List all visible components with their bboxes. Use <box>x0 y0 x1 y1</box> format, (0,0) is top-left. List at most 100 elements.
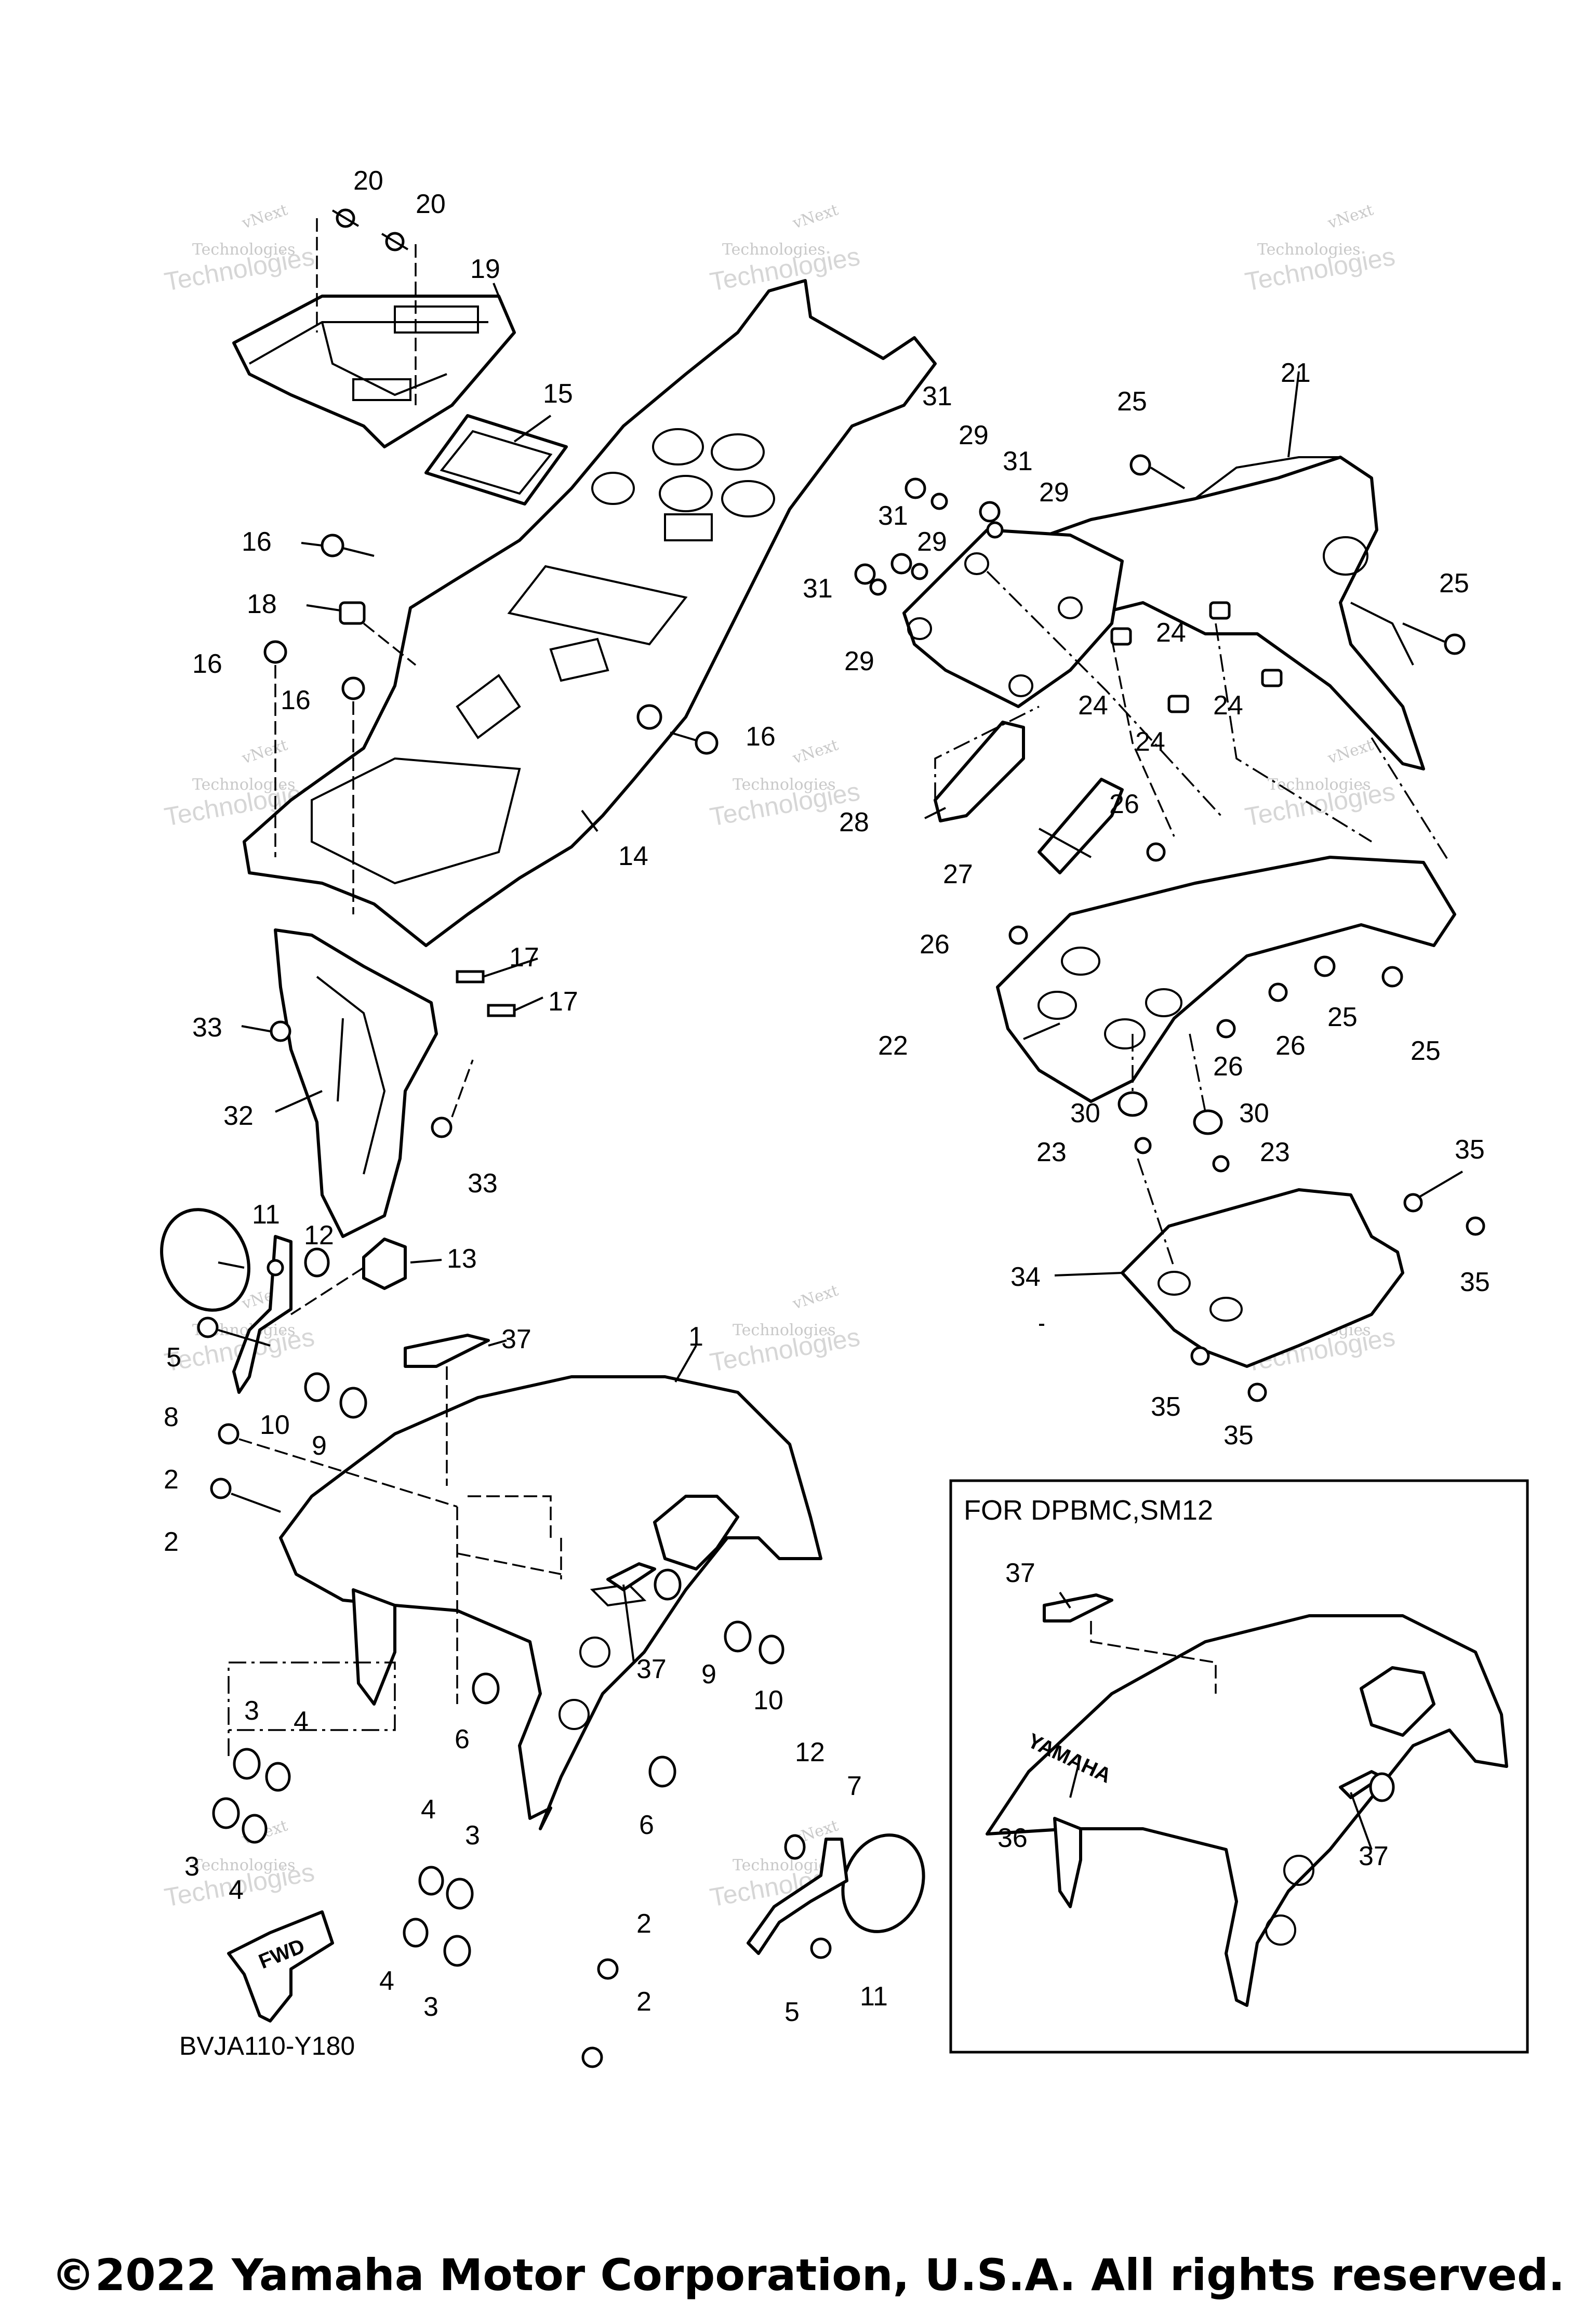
callout-7: 7 <box>847 1771 862 1801</box>
callout-28: 28 <box>839 807 869 837</box>
part-3-4-6-grommets <box>212 1661 676 1967</box>
callout-numbers: 20 20 19 15 16 18 16 16 16 14 17 17 33 3… <box>164 166 1490 2060</box>
callout-21: 21 <box>1281 358 1311 388</box>
callout-3d: 3 <box>423 1992 438 2022</box>
watermark-1: vNext Technologies Technologies <box>162 201 316 297</box>
svg-text:vNext: vNext <box>790 736 841 768</box>
callout-9b: 9 <box>701 1659 716 1690</box>
callout-20b: 20 <box>416 189 446 219</box>
callout-29d: 29 <box>844 646 874 676</box>
svg-text:Technologies: Technologies <box>192 1856 296 1874</box>
callout-30a: 30 <box>1070 1098 1100 1128</box>
part-14-rear-fender <box>243 279 937 947</box>
callout-11b: 11 <box>860 1981 888 2012</box>
svg-text:Technologies: Technologies <box>1268 776 1371 794</box>
callout-4c: 4 <box>229 1875 244 1905</box>
svg-text:Technologies: Technologies <box>192 241 296 259</box>
svg-text:Technologies: Technologies <box>733 1856 836 1874</box>
callout-2b: 2 <box>164 1527 179 1557</box>
part-seat-plate <box>902 528 1124 708</box>
callout-10a: 10 <box>260 1410 290 1440</box>
watermark-8: vNext Technologies Technologies <box>708 1282 862 1377</box>
callout-24b: 24 <box>1078 690 1108 721</box>
part-26-screws <box>1008 842 1288 1039</box>
callout-2c: 2 <box>636 1909 651 1939</box>
part-29-31-fasteners <box>854 477 1004 596</box>
part-17-clips <box>456 970 516 1017</box>
callout-24c: 24 <box>1135 727 1165 757</box>
callout-36: 36 <box>998 1823 1028 1853</box>
callout-37a: 37 <box>501 1324 531 1354</box>
part-9-10-grommets <box>304 1372 784 1665</box>
part-25-screws <box>1129 454 1466 988</box>
callout-17a: 17 <box>509 942 539 973</box>
callout-25c: 25 <box>1327 1002 1358 1032</box>
part-30-23-hardware <box>1118 1091 1230 1173</box>
callout-24d: 24 <box>1213 690 1243 721</box>
callout-24a: 24 <box>1156 618 1186 648</box>
callout-6b: 6 <box>639 1810 654 1840</box>
watermark-2: vNext Technologies Technologies <box>708 201 862 297</box>
svg-text:Technologies: Technologies <box>722 241 826 259</box>
svg-text:vNext: vNext <box>790 1282 841 1313</box>
part-15-pad <box>424 414 568 506</box>
callout-35b: 35 <box>1460 1267 1490 1297</box>
callout-31b: 31 <box>1003 446 1033 476</box>
svg-text:vNext: vNext <box>1325 201 1376 233</box>
svg-text:Technologies: Technologies <box>733 1321 836 1339</box>
callout-4d: 4 <box>379 1966 394 1996</box>
callout-35d: 35 <box>1223 1420 1254 1451</box>
callout-26c: 26 <box>1275 1031 1306 1061</box>
callout-22: 22 <box>878 1031 908 1061</box>
callout-29a: 29 <box>959 420 989 450</box>
callout-31c: 31 <box>878 501 908 531</box>
callout-32: 32 <box>223 1101 254 1131</box>
svg-text:vNext: vNext <box>1325 736 1376 768</box>
callout-33b: 33 <box>468 1168 498 1199</box>
inset-title: FOR DPBMC,SM12 <box>964 1495 1213 1526</box>
part-11-reflector-right <box>841 1833 925 1933</box>
svg-text:vNext: vNext <box>790 201 841 233</box>
callout-17b: 17 <box>548 987 578 1017</box>
part-5-screw-left <box>197 1316 271 1347</box>
watermark-3: vNext Technologies Technologies <box>1243 201 1397 297</box>
callout-33a: 33 <box>192 1013 222 1043</box>
callout-10b: 10 <box>753 1685 783 1715</box>
callout-5b: 5 <box>784 1997 800 2027</box>
callout-16c: 16 <box>281 685 311 715</box>
callout-29b: 29 <box>1039 477 1069 508</box>
callout-3a: 3 <box>244 1696 259 1726</box>
fwd-arrow: FWD <box>227 1910 334 2023</box>
callout-34: 34 <box>1010 1262 1041 1292</box>
callout-12b: 12 <box>795 1737 825 1767</box>
callout-16b: 16 <box>192 649 222 679</box>
part-8-bracket-left <box>232 1235 292 1394</box>
callout-16d: 16 <box>746 722 776 752</box>
part-24-clips <box>1110 601 1283 713</box>
callout-26b: 26 <box>920 929 950 960</box>
callout-3b: 3 <box>465 1820 480 1851</box>
part-18-clip <box>339 601 417 666</box>
callout-27: 27 <box>943 859 973 889</box>
part-2-screws <box>210 1423 619 2068</box>
callout-13: 13 <box>447 1244 477 1274</box>
part-37-decals <box>404 1334 656 1591</box>
callout-30b: 30 <box>1239 1098 1269 1128</box>
assembly-lines <box>934 570 1451 1268</box>
callout-25d: 25 <box>1411 1036 1441 1066</box>
callout-29c: 29 <box>917 527 947 557</box>
callout-18: 18 <box>247 589 277 619</box>
part-22-bracket <box>996 856 1456 1103</box>
callout-26d: 26 <box>1213 1052 1243 1082</box>
callout-25b: 25 <box>1439 568 1469 599</box>
part-13-clamp <box>290 1238 407 1315</box>
part-19-tray <box>232 295 516 448</box>
callout-20a: 20 <box>353 166 383 196</box>
part-32-mudguard <box>274 928 438 1238</box>
copyright-footer: ©2022 Yamaha Motor Corporation, U.S.A. A… <box>51 2250 1565 2300</box>
part-35-screws <box>1190 1193 1485 1402</box>
part-28-bracket <box>934 721 1025 822</box>
callout-23b: 23 <box>1260 1137 1290 1167</box>
callout-35a: 35 <box>1455 1135 1485 1165</box>
